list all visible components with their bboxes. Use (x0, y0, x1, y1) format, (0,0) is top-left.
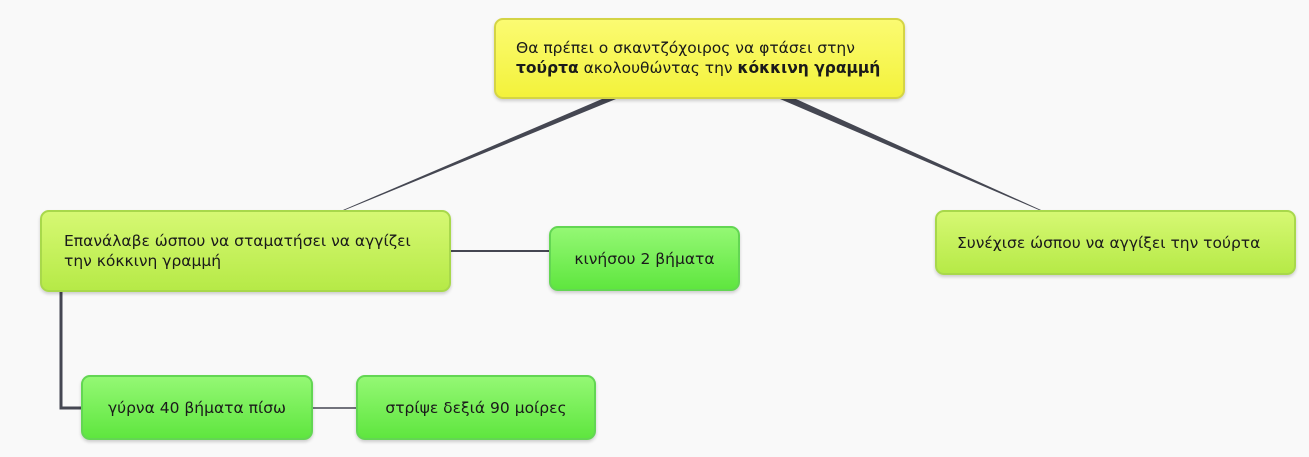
root-bold-red-line: κόκκινη γραμμή (737, 59, 881, 77)
connector-root-to-repeat (343, 99, 616, 210)
continue-node-label: Συνέχισε ώσπου να αγγίξει την τούρτα (957, 233, 1261, 252)
repeat-node[interactable]: Επανάλαβε ώσπου να σταματήσει να αγγίζει… (40, 210, 451, 292)
root-line-1: Θα πρέπει ο σκαντζόχοιρος να φτάσει στην (516, 39, 855, 57)
continue-node[interactable]: Συνέχισε ώσπου να αγγίξει την τούρτα (935, 210, 1296, 275)
connector-repeat-to-back (59, 292, 81, 410)
root-line-2: τούρτα ακολουθώντας την κόκκινη γραμμή (516, 58, 883, 78)
repeat-node-label: Επανάλαβε ώσπου να σταματήσει να αγγίζει… (64, 232, 411, 270)
go-back-node[interactable]: γύρνα 40 βήματα πίσω (81, 375, 313, 440)
root-node[interactable]: Θα πρέπει ο σκαντζόχοιρος να φτάσει στην… (494, 18, 905, 99)
move-node-label: κινήσου 2 βήματα (574, 249, 715, 268)
turn-right-node[interactable]: στρίψε δεξιά 90 μοίρες (356, 375, 596, 440)
root-bold-cake: τούρτα (516, 59, 579, 77)
go-back-node-label: γύρνα 40 βήματα πίσω (107, 398, 287, 417)
connector-root-to-continue (780, 99, 1041, 210)
turn-right-node-label: στρίψε δεξιά 90 μοίρες (385, 398, 567, 417)
root-middle-text: ακολουθώντας την (578, 59, 738, 77)
move-node[interactable]: κινήσου 2 βήματα (549, 226, 740, 291)
